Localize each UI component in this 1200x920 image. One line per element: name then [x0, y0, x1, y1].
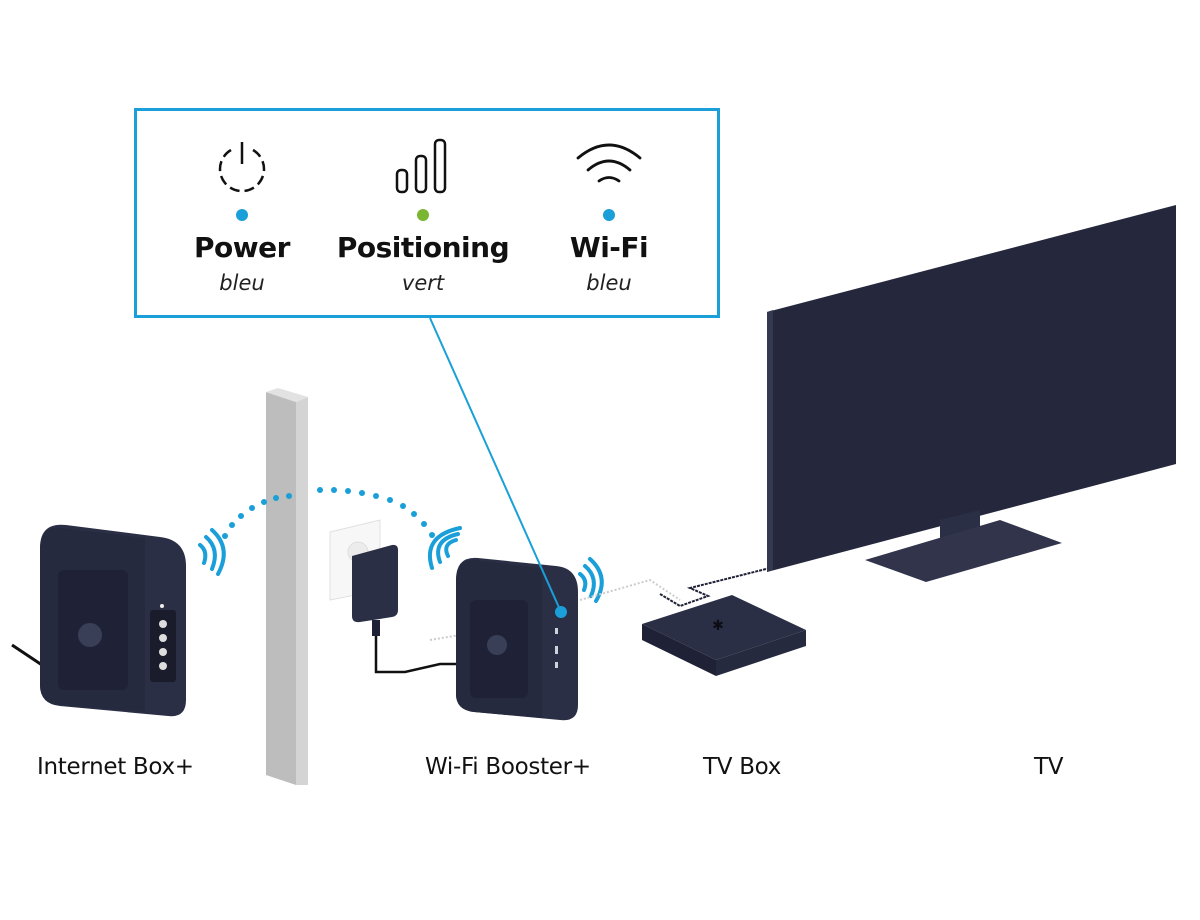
hdmi-cable	[659, 567, 771, 608]
led-dot-positioning	[417, 209, 429, 221]
label-wifi-booster: Wi-Fi Booster+	[425, 754, 591, 780]
indicator-name: Power	[194, 231, 290, 264]
ethernet-cable	[11, 643, 43, 667]
indicator-name: Positioning	[336, 231, 510, 264]
power-icon	[218, 142, 266, 193]
indicator-color: bleu	[219, 271, 265, 295]
tv-box-device: ✱	[642, 595, 806, 676]
wall	[266, 388, 308, 785]
label-tv: TV	[1034, 754, 1064, 780]
label-tv-box: TV Box	[703, 754, 782, 780]
power-adapter	[352, 544, 460, 674]
signal-bars-icon	[395, 138, 447, 194]
wifi-link-arc	[222, 487, 435, 539]
indicator-name: Wi-Fi	[569, 231, 649, 264]
wifi-waves-icon	[427, 526, 462, 570]
callout-pointer-line	[429, 317, 562, 613]
internet-box-device	[40, 524, 186, 717]
wifi-icon	[576, 143, 642, 183]
wifi-waves-icon	[198, 528, 226, 576]
svg-text:✱: ✱	[712, 618, 724, 634]
led-status-callout: Power bleu Positioning vert Wi-Fi bleu	[134, 108, 720, 318]
led-dot-power	[236, 209, 248, 221]
wifi-waves-icon	[578, 557, 604, 603]
indicator-color: bleu	[586, 271, 632, 295]
led-dot-wifi	[603, 209, 615, 221]
tv-device	[767, 205, 1176, 582]
callout-anchor-dot	[555, 606, 567, 618]
label-internet-box: Internet Box+	[37, 754, 194, 780]
indicator-color: vert	[401, 271, 445, 295]
wifi-booster-device	[456, 557, 578, 721]
